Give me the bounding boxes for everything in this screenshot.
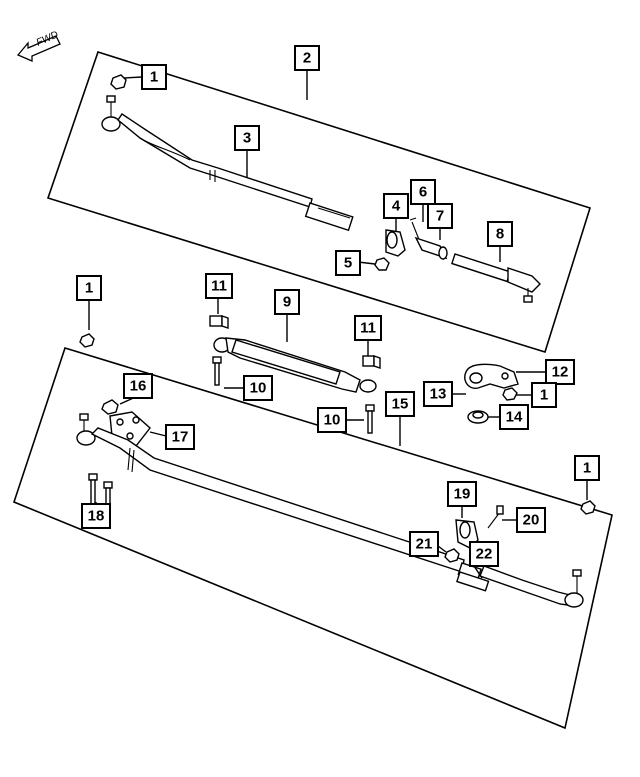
svg-text:19: 19 <box>454 486 471 503</box>
callout-9: 9 <box>274 289 300 315</box>
callout-12: 12 <box>545 359 575 385</box>
svg-text:21: 21 <box>416 536 433 553</box>
svg-text:1: 1 <box>85 280 93 297</box>
svg-text:16: 16 <box>130 378 147 395</box>
clamp-part <box>385 229 406 257</box>
nut-part-1c <box>502 387 518 401</box>
callout-11b: 11 <box>354 315 382 341</box>
callout-17: 17 <box>165 424 195 450</box>
svg-text:12: 12 <box>552 364 569 381</box>
bracket-nut-part-11b <box>362 355 381 369</box>
bracket-part-12 <box>464 363 519 389</box>
bolts-part-18 <box>88 473 113 509</box>
svg-text:17: 17 <box>172 429 189 446</box>
callout-2: 2 <box>294 45 320 71</box>
callout-1a: 1 <box>141 64 167 90</box>
callout-1b: 1 <box>76 275 102 301</box>
callout-16: 16 <box>123 373 153 399</box>
svg-text:13: 13 <box>430 386 447 403</box>
drag-link-part <box>101 95 354 232</box>
svg-text:1: 1 <box>540 387 548 404</box>
fwd-arrow-icon: FWD <box>16 29 61 62</box>
callout-15: 15 <box>385 391 415 417</box>
callout-1c: 1 <box>531 382 557 408</box>
callout-11a: 11 <box>205 273 233 299</box>
bolt-part-20 <box>487 505 504 529</box>
callout-10b: 10 <box>317 407 347 433</box>
svg-text:5: 5 <box>344 255 352 272</box>
tie-rod-part-15 <box>76 413 584 608</box>
nut-part-1a <box>110 74 127 90</box>
callout-7: 7 <box>427 203 453 229</box>
callout-20: 20 <box>516 507 546 533</box>
svg-text:10: 10 <box>250 380 267 397</box>
callout-18: 18 <box>81 503 111 529</box>
callout-5: 5 <box>335 250 361 276</box>
svg-text:11: 11 <box>211 278 227 295</box>
nut-part-5 <box>374 257 390 271</box>
svg-text:3: 3 <box>243 130 251 147</box>
svg-text:4: 4 <box>392 198 401 215</box>
svg-text:15: 15 <box>392 396 409 413</box>
svg-text:10: 10 <box>324 412 341 429</box>
bolt-part-10b <box>365 404 375 434</box>
svg-text:18: 18 <box>88 508 105 525</box>
upper-assembly-panel <box>46 51 592 354</box>
svg-text:1: 1 <box>583 460 591 477</box>
svg-text:2: 2 <box>303 50 311 67</box>
callout-6: 6 <box>410 179 436 205</box>
nut-part-16 <box>101 399 119 415</box>
callout-10a: 10 <box>243 375 273 401</box>
washer-part-14 <box>467 410 489 424</box>
bolt-part-10a <box>212 356 222 386</box>
adjuster-part-22 <box>456 571 490 592</box>
svg-text:11: 11 <box>360 320 376 337</box>
callout-14: 14 <box>499 404 529 430</box>
svg-text:22: 22 <box>476 546 493 563</box>
nut-part-21 <box>444 548 460 563</box>
svg-text:9: 9 <box>283 294 291 311</box>
svg-text:7: 7 <box>436 208 444 225</box>
callout-4: 4 <box>383 193 409 219</box>
lower-assembly-panel <box>13 347 613 730</box>
callout-8: 8 <box>487 221 513 247</box>
tie-rod-end-part <box>451 253 541 303</box>
nut-part-1d <box>580 500 596 515</box>
svg-text:1: 1 <box>150 69 158 86</box>
steering-damper-part <box>213 337 377 393</box>
svg-text:14: 14 <box>506 409 523 426</box>
svg-text:6: 6 <box>419 184 427 201</box>
svg-text:20: 20 <box>523 512 540 529</box>
callout-1d: 1 <box>574 455 600 481</box>
callout-3: 3 <box>234 125 260 151</box>
leader-lines <box>88 70 588 579</box>
callout-19: 19 <box>447 481 477 507</box>
bracket-nut-part-11a <box>209 315 229 329</box>
callout-21: 21 <box>409 531 439 557</box>
callout-22: 22 <box>469 541 499 567</box>
adjuster-sleeve-part <box>414 236 448 260</box>
svg-text:8: 8 <box>496 226 504 243</box>
nut-part-1b <box>79 333 95 348</box>
callout-13: 13 <box>423 381 453 407</box>
